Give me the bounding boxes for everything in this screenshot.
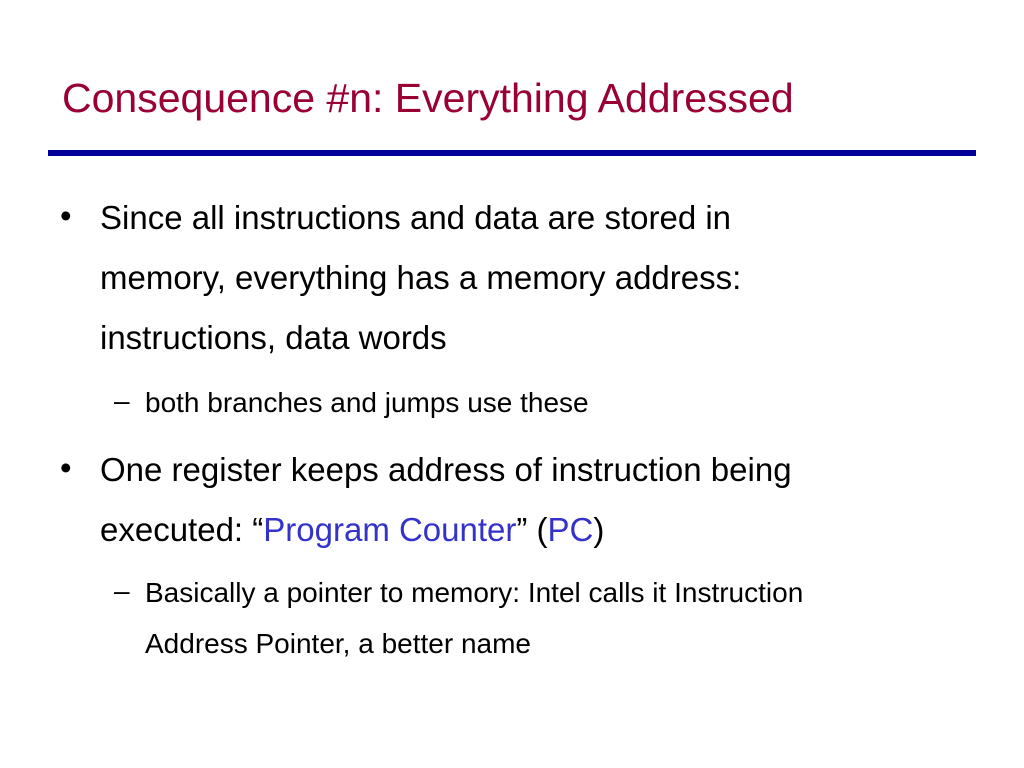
sub-bullet-1-line-1: both branches and jumps use these: [145, 387, 589, 418]
bullet-icon: •: [60, 449, 72, 486]
bullet-2-line-1: One register keeps address of instructio…: [100, 451, 792, 488]
sub-bullet-icon: –: [114, 575, 130, 606]
bullet-2-line-2-prefix: executed: “: [100, 511, 264, 548]
sub-bullet-2-line-2: Address Pointer, a better name: [145, 628, 531, 659]
title-divider: [48, 150, 976, 156]
program-counter-highlight: Program Counter: [263, 511, 517, 548]
slide-title: Consequence #n: Everything Addressed: [62, 75, 794, 121]
bullet-1-line-3: instructions, data words: [100, 319, 447, 356]
bullet-2-line-2-suffix: ): [593, 511, 605, 548]
pc-highlight: PC: [547, 511, 594, 548]
sub-bullet-2-line-1: Basically a pointer to memory: Intel cal…: [145, 577, 804, 608]
sub-bullet-icon: –: [114, 385, 130, 416]
bullet-2-line-2-middle: ” (: [516, 511, 548, 548]
bullet-2-line-2: executed: “Program Counter” (PC): [100, 500, 792, 560]
bullet-1-text: Since all instructions and data are stor…: [100, 188, 741, 368]
bullet-2-text: One register keeps address of instructio…: [100, 440, 792, 560]
sub-bullet-2-text: Basically a pointer to memory: Intel cal…: [145, 567, 803, 669]
bullet-icon: •: [60, 197, 72, 234]
bullet-1-line-1: Since all instructions and data are stor…: [100, 199, 732, 236]
bullet-1-line-2: memory, everything has a memory address:: [100, 259, 742, 296]
sub-bullet-1-text: both branches and jumps use these: [145, 377, 589, 428]
